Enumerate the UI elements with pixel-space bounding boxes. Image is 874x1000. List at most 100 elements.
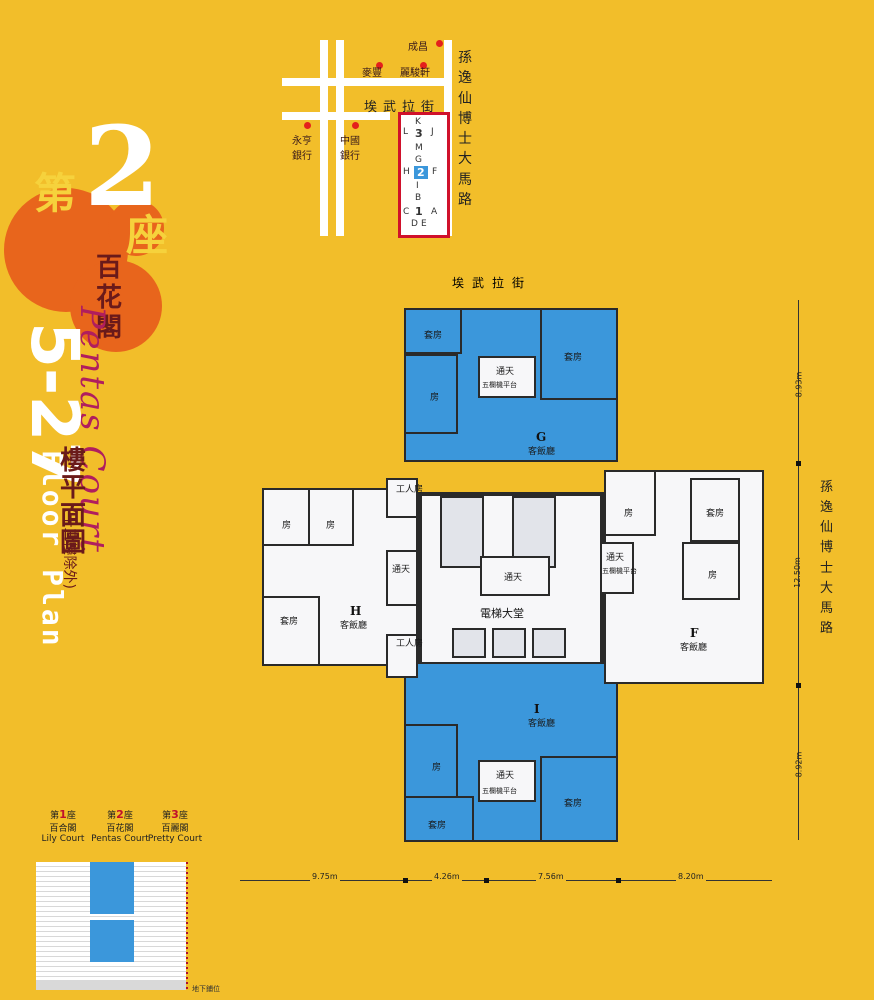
living-label: 客飯廳 (680, 643, 708, 653)
dimension-tick (796, 461, 801, 466)
dimension-line (798, 300, 799, 840)
room-label: 房 (326, 521, 336, 531)
dim-bottom-4: 8.20m (676, 872, 706, 881)
map-dot (304, 122, 311, 129)
floor-plan-cn: 樓平面圖 (60, 446, 87, 558)
map-street-top: 埃武拉街 (364, 100, 441, 115)
room-label: 套房 (428, 821, 447, 831)
room (604, 470, 656, 536)
dim-bottom-2: 4.26m (432, 872, 462, 881)
room (540, 756, 618, 842)
site-tower-diagram: K 3 J L M G H 2 F I B C 1 A D E (398, 112, 450, 238)
map-road (282, 78, 444, 86)
dim-right-3: 8.92m (794, 751, 804, 778)
map-road (282, 112, 390, 120)
room-label: 套房 (424, 331, 443, 341)
dimension-line (240, 880, 772, 881)
lightwell-label: 通天 (606, 553, 625, 563)
plan-street-right: 孫逸 仙博 士大 馬路 (820, 480, 834, 636)
map-landmark: 永亨銀行 (292, 136, 312, 162)
stair (440, 496, 484, 568)
dim-right-1: 8.93m (794, 371, 804, 398)
lift (492, 628, 526, 658)
plan-street-top: 埃武拉街 (452, 276, 533, 290)
room (308, 488, 354, 546)
room (404, 724, 458, 804)
lightwell-label: 通天 (392, 565, 411, 575)
elev-highlight-upper (90, 862, 134, 914)
room-label: 房 (432, 763, 442, 773)
room-label: 房 (430, 393, 440, 403)
floor-plan-note: (十三樓除外) (61, 508, 77, 589)
map-road (320, 40, 328, 236)
living-label: 客飯廳 (340, 621, 368, 631)
tower-number: 2 (84, 102, 161, 231)
lift (532, 628, 566, 658)
tower-suffix: 座 (126, 211, 169, 260)
platform-label: 五欄機平台 (482, 381, 517, 389)
dimension-tick (796, 683, 801, 688)
elev-highlight-lower (90, 920, 134, 962)
room (262, 596, 320, 666)
living-label: 客飯廳 (528, 719, 556, 729)
tower-prefix: 第 (34, 169, 77, 218)
decor-circle-small (108, 200, 164, 256)
flat-g-label: G (536, 430, 547, 444)
room-label: 房 (708, 571, 718, 581)
room (682, 542, 740, 600)
building-name-cn: 百花閣 (96, 253, 123, 343)
room-label: 套房 (564, 799, 583, 809)
dim-right-2: 12.50m (792, 557, 802, 588)
lightwell (478, 356, 536, 398)
room-label: 房 (624, 509, 634, 519)
core-lightwell (480, 556, 550, 596)
room-label: 房 (282, 521, 292, 531)
lightwell-label: 通天 (496, 771, 515, 781)
maid-room-label: 工人房 (396, 639, 423, 650)
decor-circle-low (70, 260, 162, 352)
map-dot (376, 62, 383, 69)
map-landmark: 麗駿軒 (400, 68, 430, 79)
lift-lobby-label: 電梯大堂 (480, 607, 524, 620)
map-dot (436, 40, 443, 47)
map-landmark: 中國銀行 (340, 136, 360, 162)
room-label: 套房 (564, 353, 583, 363)
lightwell (600, 542, 634, 594)
map-road (336, 40, 344, 236)
dimension-tick (484, 878, 489, 883)
elev-base (36, 980, 186, 990)
room (262, 488, 310, 546)
lightwell-label: 通天 (496, 367, 515, 377)
flat-f-label: F (690, 626, 699, 640)
elev-floor-scale (186, 862, 188, 990)
room-label: 套房 (706, 509, 725, 519)
room (404, 796, 474, 842)
platform-label: 五欄機平台 (482, 787, 517, 795)
maid-room (386, 634, 418, 678)
room (404, 354, 458, 434)
lightwell (386, 550, 418, 606)
maid-room-label: 工人房 (396, 485, 423, 496)
map-dot (352, 122, 359, 129)
platform-label: 五欄機平台 (602, 567, 637, 575)
core-lightwell-label: 通天 (504, 573, 523, 583)
room (404, 308, 462, 354)
living-label: 客飯廳 (528, 447, 556, 457)
map-dot (420, 62, 427, 69)
dimension-tick (616, 878, 621, 883)
flat-i-label: I (534, 702, 540, 716)
lightwell (478, 760, 536, 802)
room (690, 478, 740, 542)
map-landmark: 麥豐 (362, 68, 382, 79)
map-landmark: 成昌 (408, 42, 428, 53)
dimension-tick (403, 878, 408, 883)
elev-basement-label: 地下鋪位 (192, 985, 220, 993)
room (540, 308, 618, 400)
lift (452, 628, 486, 658)
flat-h-label: H (350, 604, 362, 618)
room-label: 套房 (280, 617, 299, 627)
dim-bottom-3: 7.56m (536, 872, 566, 881)
dim-bottom-1: 9.75m (310, 872, 340, 881)
